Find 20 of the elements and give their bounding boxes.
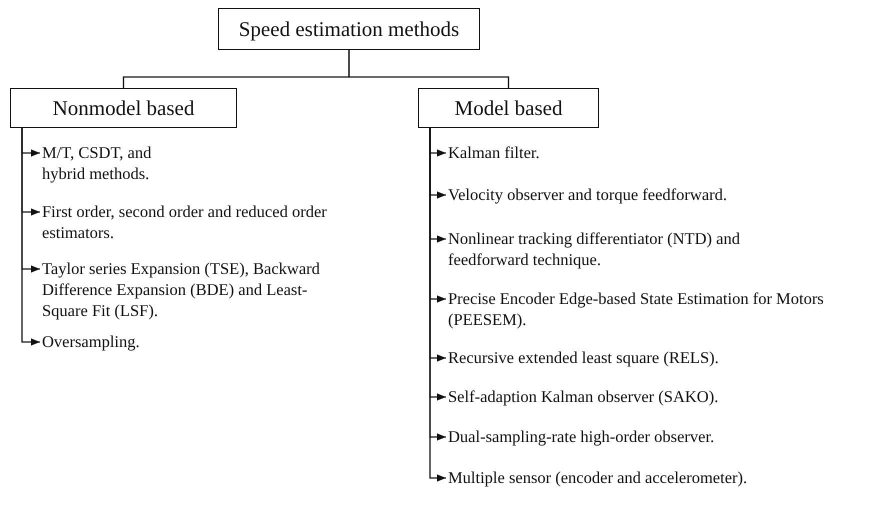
- method-text: Recursive extended least square (RELS).: [448, 347, 848, 368]
- method-text: Multiple sensor (encoder and accelerometer).: [448, 467, 868, 488]
- arrow: [21, 128, 40, 346]
- method-text: Dual-sampling-rate high-order observer.: [448, 426, 848, 447]
- category-title: Speed estimation methods: [238, 16, 460, 42]
- category-title: Nonmodel based: [52, 96, 194, 120]
- method-text: Taylor series Expansion (TSE), Backward Difference Expansion (BDE) and Least-Square Fit (LSF).: [42, 258, 347, 321]
- method-text: Kalman filter.: [448, 142, 848, 163]
- category-box: [10, 88, 237, 128]
- method-text: Precise Encoder Edge-based State Estimation for Motors (PEESEM).: [448, 288, 838, 330]
- method-text: Nonlinear tracking differentiator (NTD) and feedforward technique.: [448, 228, 798, 270]
- method-text: Self-adaption Kalman observer (SAKO).: [448, 386, 848, 407]
- category-box: [218, 8, 480, 50]
- connector-line: [348, 50, 510, 88]
- method-text: M/T, CSDT, and hybrid methods.: [42, 142, 182, 184]
- method-text: Oversampling.: [42, 331, 342, 352]
- category-box: [418, 88, 599, 128]
- method-text: First order, second order and reduced order estimators.: [42, 201, 342, 243]
- method-text: Velocity observer and torque feedforward.: [448, 184, 848, 205]
- category-title: Model based: [454, 96, 562, 120]
